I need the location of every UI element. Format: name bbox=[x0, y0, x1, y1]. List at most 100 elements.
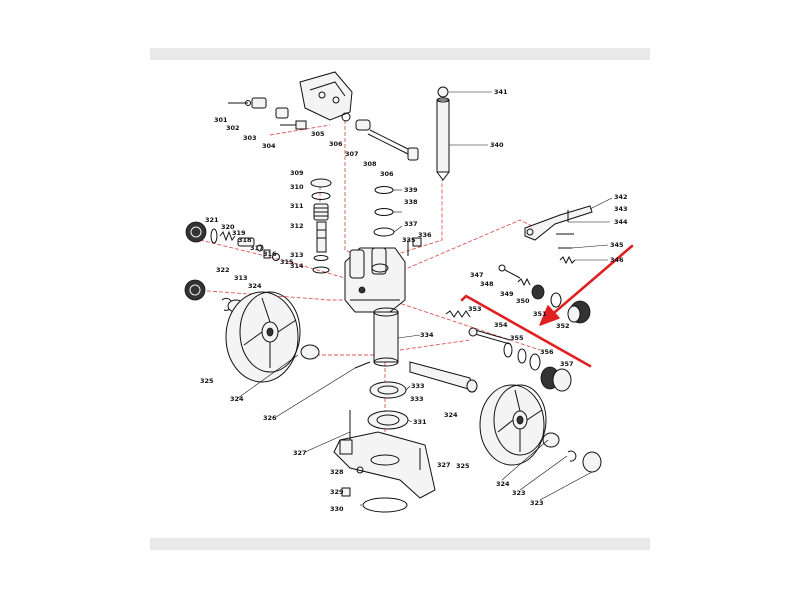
spring-349 bbox=[517, 277, 531, 287]
label-306-a: 306 bbox=[329, 140, 343, 148]
seal-322 bbox=[184, 279, 206, 301]
fork-base bbox=[333, 431, 436, 499]
ball-317 bbox=[256, 244, 264, 252]
label-356: 356 bbox=[540, 348, 554, 356]
o-ring-355-right bbox=[517, 348, 527, 364]
label-346: 346 bbox=[610, 256, 624, 264]
label-317: 317 bbox=[250, 244, 264, 252]
label-311: 311 bbox=[290, 202, 304, 210]
top-band bbox=[150, 48, 650, 60]
washer-314 bbox=[312, 266, 330, 274]
label-310: 310 bbox=[290, 183, 304, 191]
assembly-line bbox=[199, 239, 346, 279]
label-307: 307 bbox=[345, 150, 359, 158]
assembly-line bbox=[389, 299, 541, 351]
bushing-324-right bbox=[542, 432, 560, 448]
bottom-band bbox=[150, 538, 650, 550]
label-326: 326 bbox=[263, 414, 277, 422]
label-324-d: 324 bbox=[496, 480, 510, 488]
label-327-b: 327 bbox=[437, 461, 451, 469]
label-309: 309 bbox=[290, 169, 304, 177]
ring-315 bbox=[272, 253, 280, 261]
label-343: 343 bbox=[614, 205, 628, 213]
label-334: 334 bbox=[420, 331, 434, 339]
label-320: 320 bbox=[221, 223, 235, 231]
pushrod-340 bbox=[436, 97, 450, 181]
washer-356 bbox=[529, 353, 541, 371]
highlight-arrow-shaft bbox=[546, 244, 634, 320]
highlight-arrow-head bbox=[539, 305, 560, 326]
label-313-b: 313 bbox=[234, 274, 248, 282]
cap-352 bbox=[567, 300, 591, 324]
pump-body bbox=[344, 247, 406, 313]
ball-347 bbox=[498, 264, 506, 272]
snap-ring-323-right bbox=[567, 450, 577, 462]
label-318: 318 bbox=[238, 236, 252, 244]
label-322: 322 bbox=[216, 266, 230, 274]
wheel-325-left bbox=[225, 291, 301, 383]
gear-cap-357 bbox=[540, 366, 572, 392]
label-301: 301 bbox=[214, 116, 228, 124]
pin-304 bbox=[280, 120, 307, 130]
ball-341 bbox=[437, 86, 449, 98]
label-340: 340 bbox=[490, 141, 504, 149]
valve-stem-312 bbox=[316, 221, 327, 253]
label-331: 331 bbox=[413, 418, 427, 426]
assembly-line bbox=[399, 339, 471, 351]
pin-348 bbox=[504, 269, 521, 279]
bracket-305 bbox=[299, 71, 353, 121]
label-325-a: 325 bbox=[200, 377, 214, 385]
cap-321 bbox=[185, 221, 207, 243]
label-335: 335 bbox=[402, 236, 416, 244]
shaft-308 bbox=[367, 129, 419, 161]
label-341: 341 bbox=[494, 88, 508, 96]
grease-fitting-328 bbox=[356, 466, 364, 474]
label-345: 345 bbox=[610, 241, 624, 249]
label-333-a: 333 bbox=[411, 382, 425, 390]
label-353: 353 bbox=[468, 305, 482, 313]
label-324-c: 324 bbox=[444, 411, 458, 419]
label-324-b: 324 bbox=[230, 395, 244, 403]
o-ring-313 bbox=[313, 255, 329, 261]
seal-320 bbox=[210, 228, 218, 244]
gear-350 bbox=[531, 284, 545, 300]
bearing-333 bbox=[369, 381, 407, 399]
washer-351 bbox=[550, 292, 562, 308]
label-350: 350 bbox=[516, 297, 530, 305]
label-325-b: 325 bbox=[456, 462, 470, 470]
label-302: 302 bbox=[226, 124, 240, 132]
o-ring-355-left bbox=[503, 342, 513, 358]
label-321: 321 bbox=[205, 216, 219, 224]
bushing-302 bbox=[251, 97, 267, 109]
o-ring-337 bbox=[373, 227, 395, 237]
washer-309 bbox=[310, 178, 332, 188]
bushing-306 bbox=[341, 112, 351, 122]
valve-rod-354 bbox=[468, 327, 511, 345]
leader-lines bbox=[237, 91, 613, 506]
label-327-a: 327 bbox=[293, 449, 307, 457]
label-308: 308 bbox=[363, 160, 377, 168]
bearing-331 bbox=[367, 410, 409, 430]
bolt-329 bbox=[341, 487, 351, 497]
nut-336 bbox=[412, 237, 422, 247]
label-352: 352 bbox=[556, 322, 570, 330]
assembly-line bbox=[269, 124, 331, 136]
label-315: 315 bbox=[280, 258, 294, 266]
label-323-a: 323 bbox=[512, 489, 526, 497]
retaining-ring-330 bbox=[362, 497, 408, 513]
label-316: 316 bbox=[263, 250, 277, 258]
piston-334 bbox=[373, 307, 399, 367]
label-357: 357 bbox=[560, 360, 574, 368]
label-330: 330 bbox=[330, 505, 344, 513]
label-354: 354 bbox=[494, 321, 508, 329]
bushing-324-center bbox=[300, 344, 320, 360]
o-ring-339 bbox=[374, 186, 394, 194]
label-351: 351 bbox=[533, 310, 547, 318]
label-344: 344 bbox=[614, 218, 628, 226]
pin-301 bbox=[228, 100, 251, 106]
axle-333 bbox=[409, 361, 478, 393]
pin-326 bbox=[354, 361, 371, 369]
wheel-325-right bbox=[479, 384, 547, 466]
label-304: 304 bbox=[262, 142, 276, 150]
